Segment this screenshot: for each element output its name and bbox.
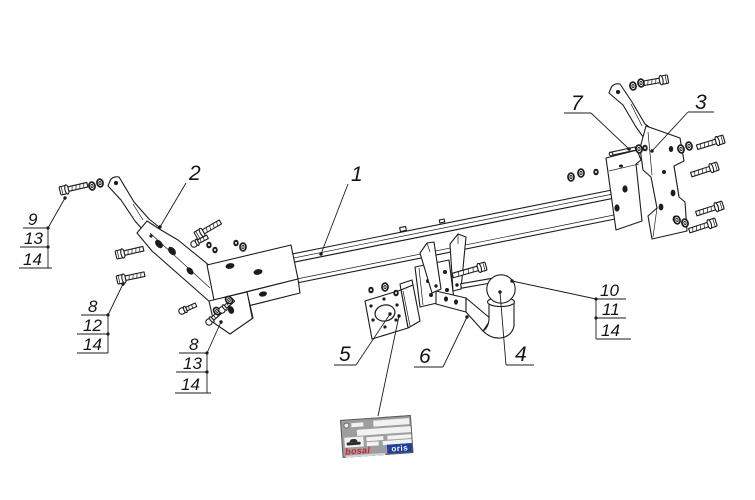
nut [393, 289, 399, 297]
oris-logo: oris [387, 443, 413, 454]
washer [577, 168, 585, 178]
bolt [193, 217, 224, 241]
callout-stack-9-13-14: 9 13 14 [19, 196, 67, 269]
callouts: 1 2 7 3 5 [19, 91, 714, 417]
washer [567, 172, 575, 182]
ball-mount [414, 233, 516, 339]
callout-4: 4 [498, 290, 534, 366]
stack-label: 13 [24, 229, 43, 248]
stack-label: 13 [183, 354, 202, 373]
stack-label: 12 [83, 316, 102, 335]
ball-arm [435, 290, 515, 339]
callout-3-label: 3 [695, 91, 707, 114]
washer [628, 80, 638, 92]
bolt [58, 179, 89, 197]
callout-6: 6 [414, 315, 469, 368]
bolt [689, 160, 721, 180]
stack-label: 14 [181, 375, 200, 394]
callout-stack-8-12-14: 8 12 14 [77, 282, 125, 354]
bolt [695, 133, 726, 153]
stack-label: 10 [600, 281, 619, 300]
callout-7-label: 7 [571, 92, 584, 115]
nut [206, 241, 212, 249]
callout-1: 1 [319, 163, 363, 256]
callout-7: 7 [564, 92, 631, 151]
washer [381, 282, 389, 292]
callout-6-label: 6 [419, 345, 431, 368]
socket-plate [364, 279, 421, 340]
tow-ball [486, 274, 516, 308]
stack-label: 8 [88, 297, 98, 316]
stack-label: 14 [83, 335, 102, 354]
id-plate: bosal oris [340, 415, 414, 458]
washer [239, 242, 247, 252]
bolt [115, 269, 147, 286]
callout-4-label: 4 [515, 343, 527, 366]
bolt [694, 199, 726, 219]
plate-field [373, 418, 410, 427]
bolt [114, 243, 145, 261]
washer [636, 77, 646, 89]
id-plate-leader [377, 315, 400, 417]
nut [233, 239, 239, 247]
callout-stack-8-13-14: 8 13 14 [175, 320, 223, 394]
washer [87, 180, 97, 192]
stack-label: 9 [28, 210, 38, 229]
callout-stack-10-11-14: 10 11 14 [510, 279, 631, 340]
callout-5: 5 [334, 312, 392, 366]
callout-2-label: 2 [188, 162, 201, 185]
screw [177, 301, 198, 316]
callout-1-label: 1 [351, 163, 363, 186]
washer [684, 140, 694, 152]
stack-label: 14 [601, 321, 620, 340]
callout-5-label: 5 [339, 343, 351, 366]
callout-2: 2 [158, 162, 201, 229]
clamp-strap-right [449, 233, 467, 292]
approval-mark-icon [343, 422, 350, 429]
right-mounting-bracket [605, 83, 688, 240]
bolt [687, 216, 719, 236]
stack-label: 14 [23, 250, 42, 269]
nut [212, 246, 218, 254]
nut [368, 286, 374, 294]
callout-3: 3 [650, 91, 714, 153]
plate-field [351, 422, 364, 428]
left-mounting-bracket [107, 176, 301, 335]
nut [593, 168, 599, 176]
clamp-strap-left [419, 241, 442, 294]
washer [95, 177, 105, 189]
stack-label: 8 [189, 335, 199, 354]
stack-label: 11 [602, 300, 620, 319]
plate-field [366, 436, 384, 442]
